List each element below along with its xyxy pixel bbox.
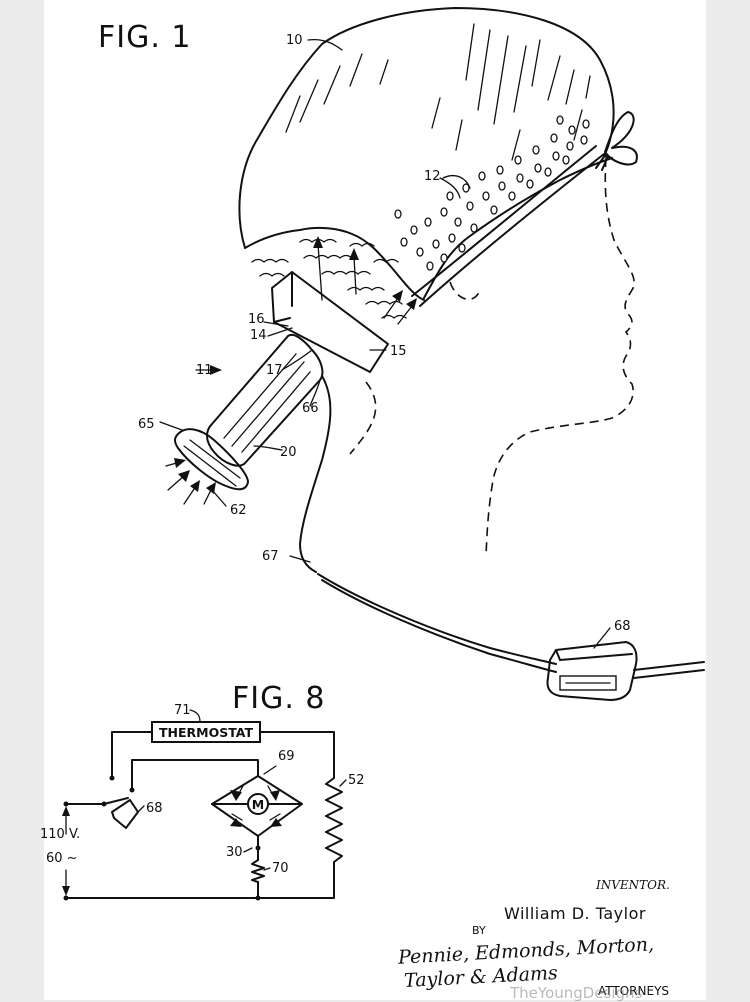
power-cord-lower [317,573,557,665]
cord-to-wall [633,661,705,679]
label-65: 65 [138,417,155,432]
blower-tube [206,334,324,467]
label-30: 30 [226,845,243,860]
patent-sheet [44,0,706,1000]
hair-curls-outline [244,226,425,301]
inline-switch [546,641,638,701]
cap-perforation-holes [394,115,590,271]
airflow-arrows [313,236,417,325]
label-14: 14 [250,328,267,343]
head-profile [485,157,635,557]
label-66: 66 [302,401,319,416]
hair-curls [251,238,407,319]
switch-contact-1 [109,775,115,781]
blower-housing [271,271,389,373]
fig8-title: FIG. 8 [232,681,326,716]
label-17: 17 [266,363,283,378]
label-62: 62 [230,503,247,518]
attorneys-label: ATTORNEYS [598,984,670,998]
fig8-wiring [65,731,335,899]
label-71: 71 [174,703,191,718]
junction-30 [255,845,261,851]
leader-69 [263,765,277,775]
inventor-name: William D. Taylor [504,904,646,923]
frequency-label: 60 ~ [46,851,78,866]
switch-contact-2 [129,787,135,793]
resistor-70 [251,859,265,883]
label-68: 68 [614,619,631,634]
by-label: BY [472,924,486,937]
switch-symbol [103,797,139,829]
watermark: TheYoungDesigns [510,984,643,1002]
switch-slider [559,675,617,691]
motor-label: M [252,797,264,812]
heater-resistor [325,769,343,871]
label-12: 12 [424,169,441,184]
tube-shading [223,353,311,453]
voltage-indicator [62,806,70,896]
leader-70 [263,867,271,871]
label-10: 10 [286,33,303,48]
power-cord-lower-b [321,579,557,673]
ear-outline [449,281,481,301]
label-20: 20 [280,445,297,460]
terminal-bottom [63,895,69,901]
label-16: 16 [248,312,265,327]
terminal-top [63,801,69,807]
neck-back [349,381,377,455]
leader-68 [137,805,145,813]
tie-bow [595,111,638,171]
air-inlet-cap [174,428,249,491]
label-68-fig8: 68 [146,801,163,816]
fig1-leader-lines [159,38,611,649]
label-67: 67 [262,549,279,564]
label-52: 52 [348,773,365,788]
leader-71 [189,709,201,723]
cap-hem-band-inner [411,145,597,297]
leader-30 [243,847,253,853]
label-70: 70 [272,861,289,876]
label-69: 69 [278,749,295,764]
junction-bottom [255,895,261,901]
cap-hem-band [419,153,605,307]
inventor-heading: INVENTOR. [596,878,670,892]
thermostat-label: THERMOSTAT [159,725,253,740]
label-11: 11 [196,363,213,378]
label-15: 15 [390,344,407,359]
fig1-title: FIG. 1 [98,20,192,55]
bridge-diodes [230,785,282,827]
inlet-grille [183,439,241,487]
voltage-label: 110 V. [40,827,80,842]
leader-52 [339,779,347,787]
motor-symbol [247,793,269,815]
bridge-rectifier [211,775,303,837]
hair-cap [238,7,615,299]
device-arrowhead [210,365,222,375]
cap-shading [285,23,591,161]
